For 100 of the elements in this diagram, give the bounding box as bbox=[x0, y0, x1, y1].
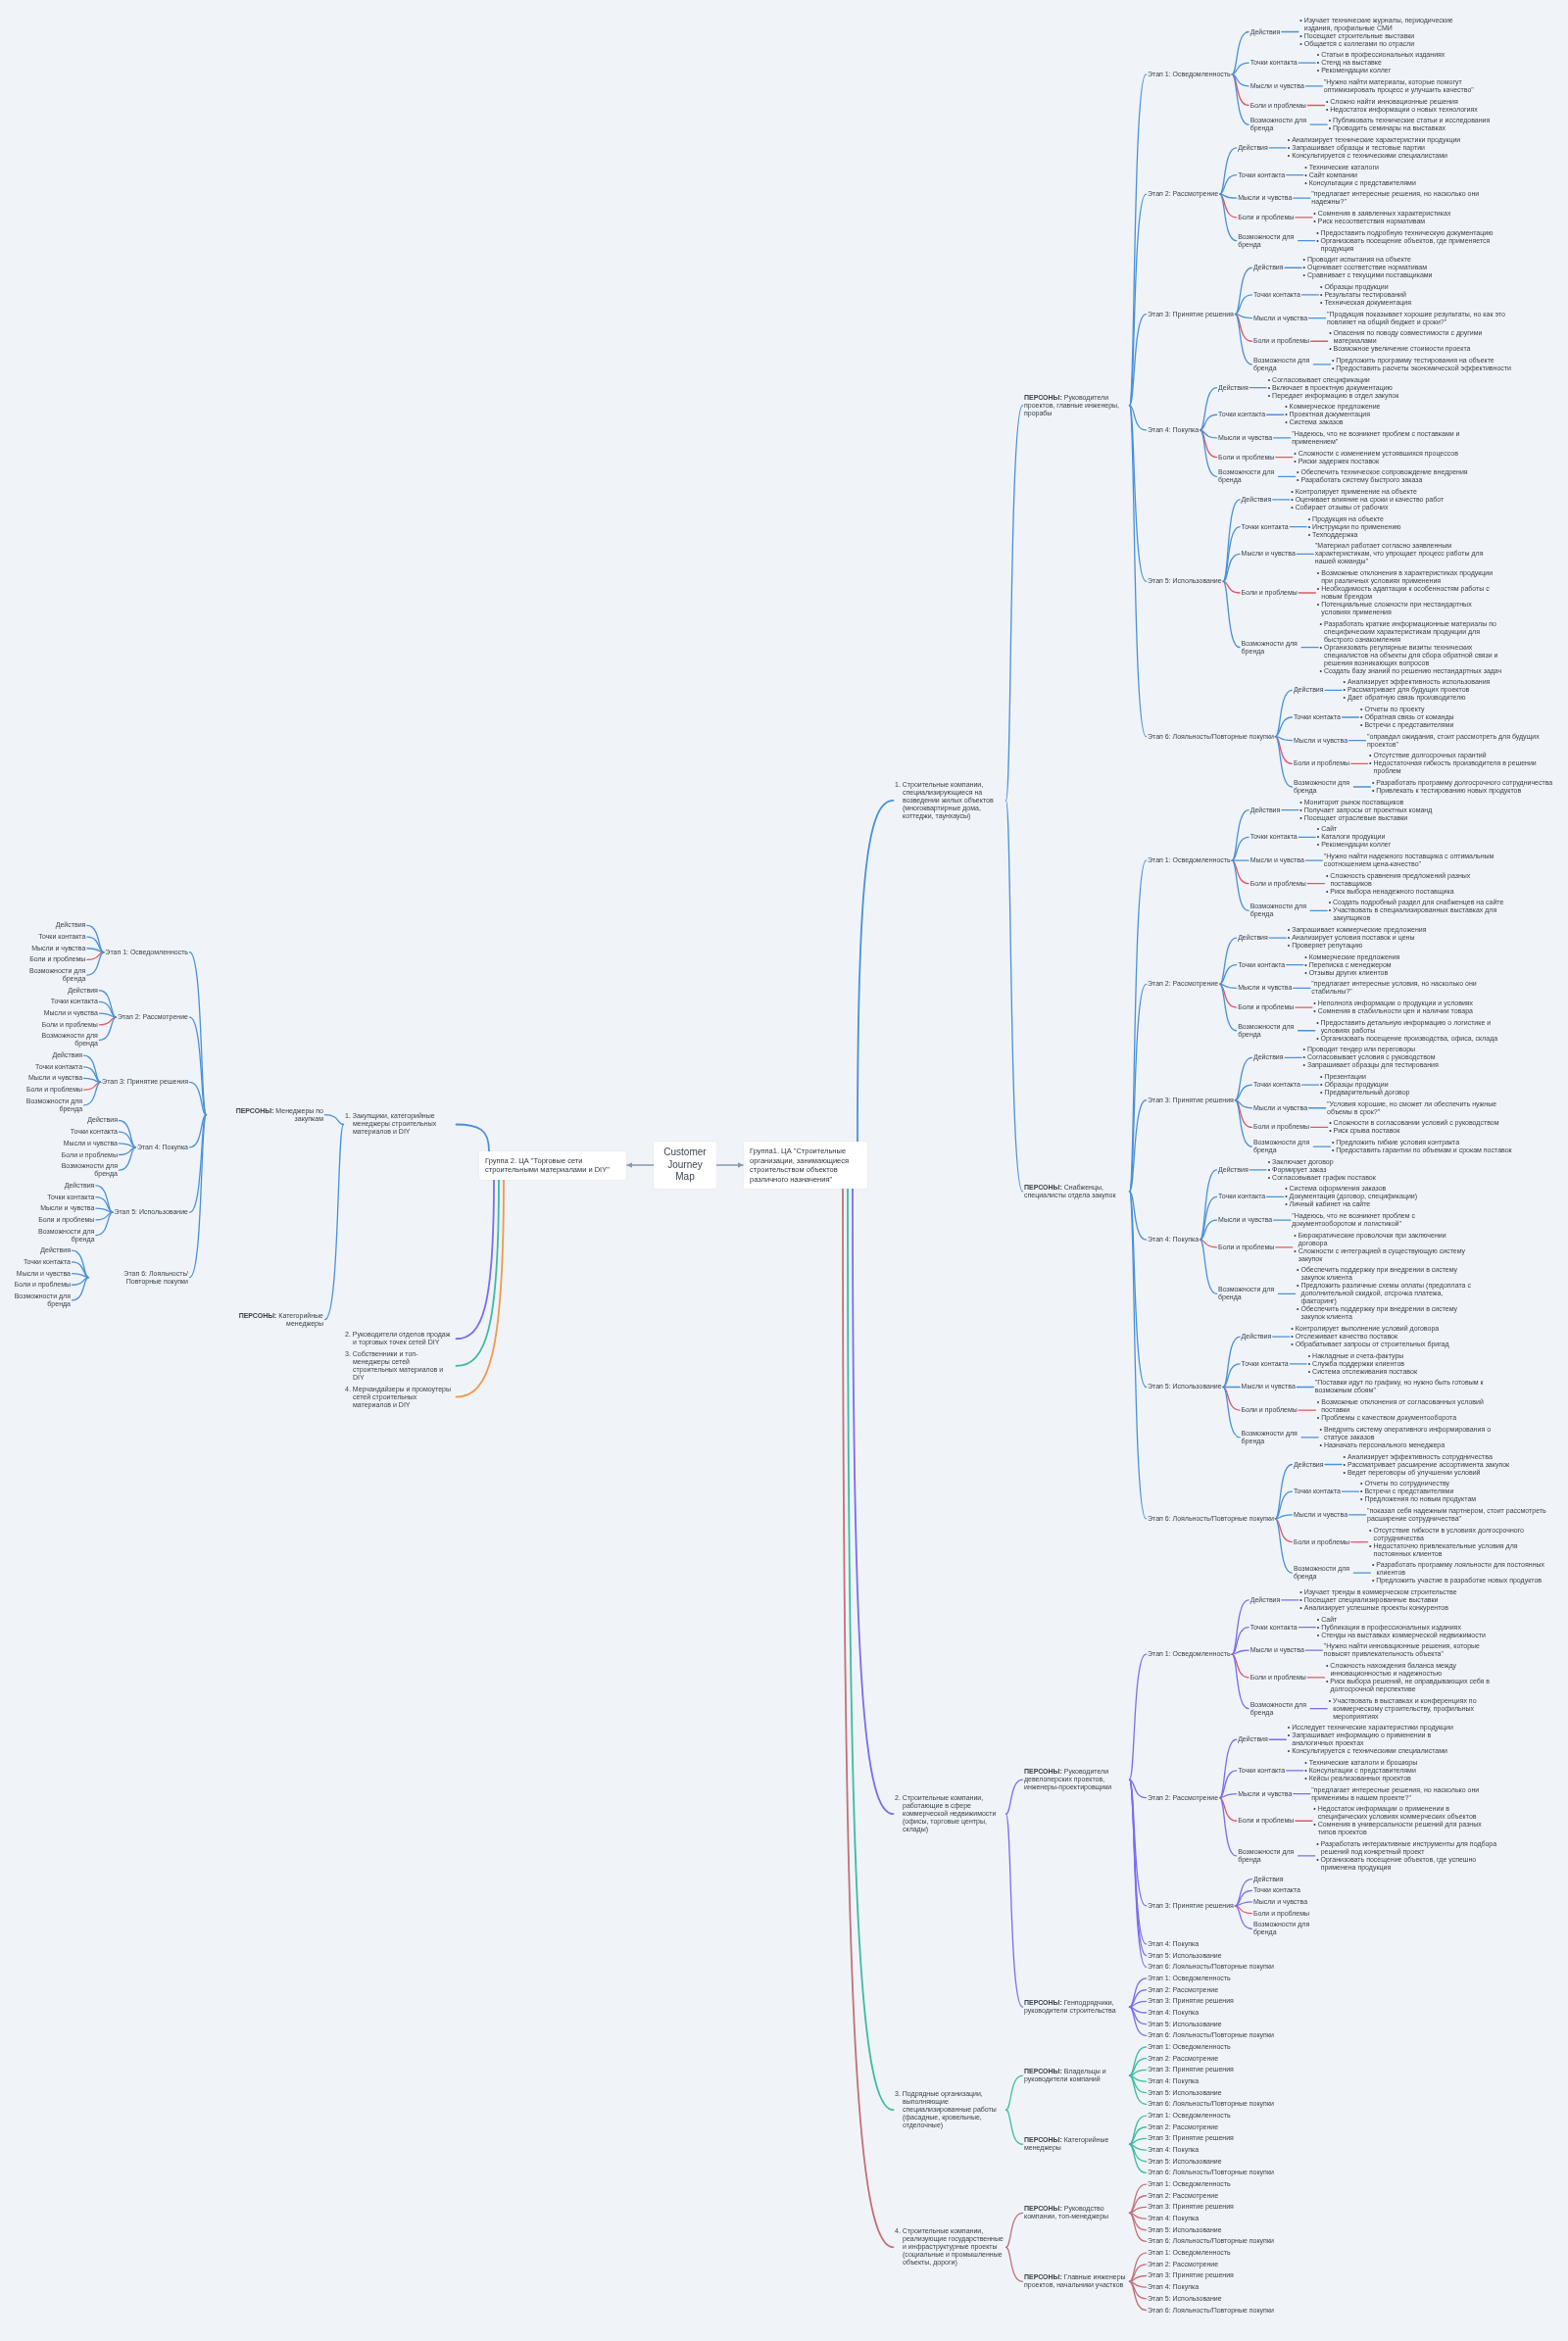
branch-line bbox=[1341, 1490, 1360, 1492]
branch-line bbox=[1219, 983, 1238, 1032]
branch-line bbox=[1231, 1626, 1250, 1655]
branch-line bbox=[1128, 2280, 1148, 2288]
branch-line bbox=[1268, 937, 1287, 939]
branch-line bbox=[118, 1143, 137, 1148]
branch-line bbox=[1219, 1770, 1238, 1799]
branch-line bbox=[1128, 405, 1148, 738]
branch-line bbox=[1349, 762, 1369, 764]
branch-line bbox=[1341, 716, 1360, 718]
branch-line bbox=[1199, 1195, 1218, 1241]
branch-line bbox=[1128, 1779, 1148, 1799]
branch-line bbox=[1272, 1336, 1291, 1338]
branch-line bbox=[1128, 2058, 1148, 2076]
branch-line bbox=[1273, 437, 1292, 439]
branch-line bbox=[1266, 414, 1285, 415]
branch-line bbox=[1277, 475, 1297, 477]
branch-line bbox=[1231, 1653, 1250, 1710]
branch-line bbox=[857, 799, 895, 1143]
branch-line bbox=[1298, 239, 1316, 242]
branch-line bbox=[1300, 647, 1319, 649]
branch-line bbox=[323, 1123, 345, 1321]
branch-line bbox=[1304, 85, 1323, 87]
branch-line bbox=[188, 1081, 208, 1116]
branch-line bbox=[1128, 2212, 1148, 2219]
branch-line bbox=[1304, 1649, 1323, 1651]
branch-line bbox=[1298, 1855, 1316, 1857]
branch-line bbox=[1219, 147, 1238, 195]
branch-line bbox=[1348, 1514, 1367, 1516]
branch-line bbox=[1219, 193, 1238, 219]
arrow bbox=[626, 1162, 655, 1168]
branch-line bbox=[1234, 1056, 1253, 1101]
branch-line bbox=[1128, 2264, 1148, 2282]
branch-line bbox=[188, 1114, 208, 1148]
branch-line bbox=[86, 936, 105, 953]
branch-line bbox=[1286, 173, 1304, 176]
branch-line bbox=[1222, 580, 1241, 649]
branch-line bbox=[1128, 405, 1148, 582]
branch-line bbox=[188, 1016, 208, 1116]
branch-line bbox=[1298, 1626, 1316, 1629]
branch-line bbox=[1312, 364, 1332, 366]
branch-line bbox=[1300, 294, 1320, 296]
branch-line bbox=[1219, 964, 1238, 986]
branch-line bbox=[188, 1114, 208, 1279]
branch-line bbox=[1352, 1572, 1372, 1574]
branch-line bbox=[118, 1146, 137, 1171]
branch-line bbox=[1274, 736, 1294, 764]
branch-line bbox=[1234, 1905, 1253, 1915]
branch-line bbox=[1222, 1363, 1241, 1389]
branch-line bbox=[1298, 62, 1316, 64]
branch-line bbox=[1296, 553, 1314, 555]
branch-line bbox=[98, 1000, 118, 1018]
branch-line bbox=[1004, 2074, 1024, 2111]
branch-line bbox=[118, 1119, 137, 1148]
branch-line bbox=[1004, 405, 1024, 802]
branch-line bbox=[1309, 1707, 1328, 1710]
branch-line bbox=[1349, 1540, 1369, 1543]
branch-line bbox=[1348, 740, 1367, 742]
branch-line bbox=[1234, 1889, 1253, 1907]
branch-line bbox=[1295, 1820, 1313, 1822]
branch-line bbox=[1298, 836, 1316, 838]
branch-line bbox=[1199, 1239, 1218, 1248]
branch-line bbox=[1128, 2126, 1148, 2145]
branch-line bbox=[1004, 2109, 1024, 2145]
branch-line bbox=[1231, 73, 1250, 125]
branch-line bbox=[1234, 294, 1253, 316]
branch-line bbox=[1128, 2000, 1148, 2008]
branch-line bbox=[95, 1185, 114, 1213]
branch-line bbox=[1286, 964, 1304, 966]
branch-line bbox=[1128, 2046, 1148, 2076]
branch-line bbox=[1306, 104, 1326, 107]
branch-line bbox=[1274, 736, 1294, 788]
branch-line bbox=[1128, 2143, 1148, 2151]
branch-line bbox=[1284, 267, 1302, 268]
branch-line bbox=[1324, 689, 1343, 691]
branch-line bbox=[1310, 340, 1329, 342]
branch-line bbox=[1274, 1463, 1294, 1520]
branch-line bbox=[1128, 1191, 1148, 1520]
arrow bbox=[715, 1162, 744, 1168]
branch-line bbox=[1222, 1386, 1241, 1411]
branch-line bbox=[455, 1178, 505, 1398]
branch-line bbox=[1309, 909, 1328, 912]
branch-line bbox=[1222, 580, 1241, 594]
branch-line bbox=[82, 1081, 102, 1091]
branch-line bbox=[1128, 2137, 1148, 2145]
branch-line bbox=[1199, 386, 1218, 431]
branch-line bbox=[98, 1016, 118, 1042]
branch-line bbox=[1199, 429, 1218, 477]
branch-line bbox=[1309, 123, 1328, 125]
branch-line bbox=[118, 1146, 137, 1156]
branch-line bbox=[1231, 30, 1250, 75]
branch-line bbox=[1128, 2206, 1148, 2214]
branch-line bbox=[82, 1081, 102, 1106]
branch-line bbox=[95, 1207, 114, 1213]
branch-line bbox=[1293, 1792, 1311, 1795]
branch-line bbox=[1128, 2212, 1148, 2243]
branch-line bbox=[1128, 1989, 1148, 2008]
branch-line bbox=[98, 990, 118, 1018]
branch-line bbox=[1128, 2143, 1148, 2174]
branch-line bbox=[1219, 1796, 1238, 1822]
